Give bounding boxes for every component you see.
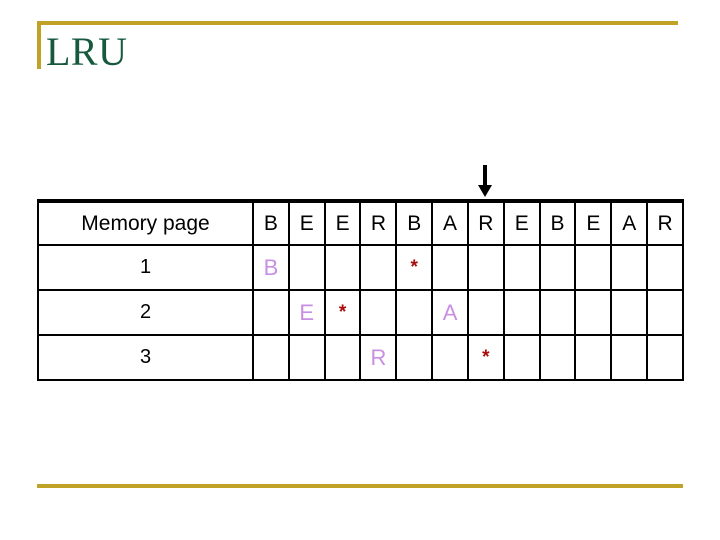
empty-cell [502,244,541,291]
empty-cell [323,244,362,291]
empty-cell [252,334,290,381]
empty-cell [395,334,434,381]
empty-cell [538,334,577,381]
empty-cell [323,334,362,381]
empty-cell [538,289,577,336]
empty-cell [431,244,469,291]
slide-top-accent-rule [37,21,678,25]
empty-cell [646,334,684,381]
empty-cell [287,334,326,381]
reference-string-cell: A [610,199,649,246]
reference-string-cell: R [646,199,684,246]
empty-cell [466,244,505,291]
empty-cell [538,244,577,291]
reference-string-cell: E [323,199,362,246]
empty-cell [502,289,541,336]
slide-left-accent-rule [37,21,41,69]
page-load-cell: E [287,289,326,336]
empty-cell [610,289,649,336]
empty-cell [252,289,290,336]
empty-cell [574,334,613,381]
reference-string-cell: B [538,199,577,246]
reference-string-cell: B [252,199,290,246]
empty-cell [359,244,398,291]
table-row: 3 R * [37,334,684,381]
frame-number-label: 3 [37,334,254,381]
page-load-cell: R [359,334,398,381]
empty-cell [431,334,469,381]
empty-cell [395,289,434,336]
hit-marker-cell: * [323,289,362,336]
memory-page-header-label: Memory page [37,199,254,246]
reference-string-cell: B [395,199,434,246]
empty-cell [502,334,541,381]
reference-string-cell: E [287,199,326,246]
hit-marker-cell: * [395,244,434,291]
empty-cell [574,244,613,291]
empty-cell [287,244,326,291]
slide-bottom-accent-rule [37,484,683,488]
empty-cell [359,289,398,336]
empty-cell [610,244,649,291]
empty-cell [646,289,684,336]
frame-number-label: 1 [37,244,254,291]
reference-string-cell: R [466,199,505,246]
empty-cell [574,289,613,336]
frame-number-label: 2 [37,289,254,336]
hit-marker-cell: * [466,334,505,381]
page-load-cell: A [431,289,469,336]
page-load-cell: B [252,244,290,291]
empty-cell [466,289,505,336]
empty-cell [610,334,649,381]
reference-string-cell: R [359,199,398,246]
page-title: LRU [46,29,128,74]
down-arrow-icon [478,165,493,197]
empty-cell [646,244,684,291]
reference-string-cell: A [431,199,469,246]
reference-string-cell: E [574,199,613,246]
reference-string-cell: E [502,199,541,246]
